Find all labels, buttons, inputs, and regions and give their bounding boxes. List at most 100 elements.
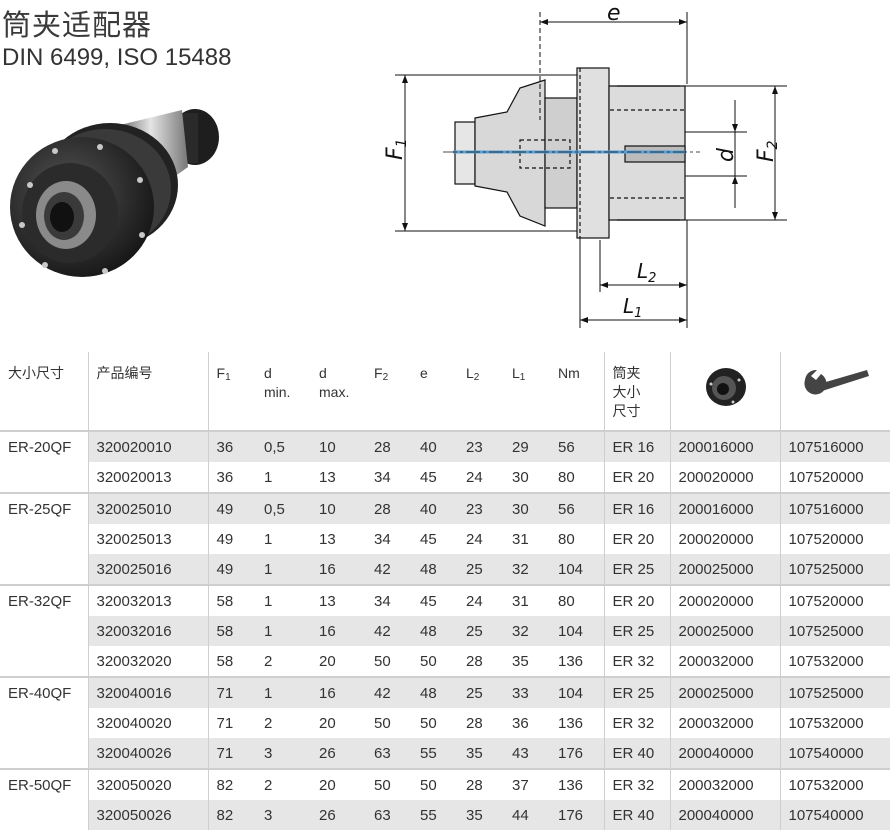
no-cell: 320020013 (87, 462, 208, 493)
wrench-icon (804, 369, 870, 395)
f2-cell: 42 (366, 616, 412, 646)
f1-cell: 58 (207, 616, 256, 646)
dim-e-label: e (607, 1, 621, 26)
nm-cell: 136 (550, 768, 604, 800)
wrench-cell: 107532000 (779, 646, 890, 677)
f1-cell: 82 (207, 800, 256, 830)
collet-cell: ER 16 (603, 492, 670, 524)
l2-cell: 24 (466, 530, 483, 548)
dim-f2-label: F2 (754, 140, 781, 162)
size-cell (0, 800, 88, 830)
dmin-cell: 1 (256, 584, 311, 616)
collet-cell: ER 16 (603, 430, 670, 462)
f1-cell: 82 (207, 768, 256, 800)
f2-cell: 28 (366, 430, 412, 462)
collet-cell: ER 25 (603, 676, 670, 708)
nm-cell: 104 (550, 676, 604, 708)
wrench-cell: 107520000 (779, 524, 890, 554)
dmax-cell: 13 (319, 530, 336, 548)
dmin-cell: 2 (256, 768, 311, 800)
dim-d-label: d (714, 147, 739, 162)
no-cell: 320040020 (87, 708, 208, 738)
collet-cell: ER 40 (603, 800, 670, 830)
l2-cell: 35 (458, 738, 504, 769)
header-l1: L1 (512, 365, 526, 383)
no-cell: 320050026 (87, 800, 208, 830)
wrench-cell: 107540000 (779, 800, 890, 830)
f2-cell: 50 (374, 652, 391, 670)
dmax-cell: 20 (319, 714, 336, 732)
f2-cell: 34 (374, 530, 391, 548)
l2-cell: 23 (458, 430, 504, 462)
e-cell: 50 (420, 714, 437, 732)
f1-cell: 58 (207, 646, 256, 677)
dmax-cell: 20 (319, 652, 336, 670)
nut-cell: 200032000 (669, 768, 780, 800)
header-f1: F1 (207, 352, 256, 431)
wrench-cell: 107520000 (779, 584, 890, 616)
dmin-cell: 2 (264, 652, 273, 670)
collet-cell: ER 20 (603, 462, 670, 493)
nm-cell: 176 (550, 800, 604, 830)
collet-cell: ER 32 (603, 646, 670, 677)
no-cell: 320020010 (87, 430, 208, 462)
e-cell: 48 (412, 676, 458, 708)
nm-cell: 56 (550, 492, 604, 524)
header-wrench-icon (779, 352, 890, 431)
dmin-cell: 3 (256, 738, 311, 769)
f1-cell: 71 (207, 708, 256, 738)
size-cell: ER-50QF (0, 768, 88, 800)
f2-cell: 63 (366, 738, 412, 769)
e-cell: 50 (412, 768, 458, 800)
wrench-cell: 107532000 (779, 768, 890, 800)
no-cell: 320025016 (87, 554, 208, 585)
dmax-cell: 10 (311, 492, 366, 524)
collet-cell: ER 25 (603, 554, 670, 585)
wrench-cell: 107525000 (779, 676, 890, 708)
collet-nut-icon (706, 368, 746, 406)
nut-cell: 200040000 (669, 800, 780, 830)
dim-f1-label: F1 (383, 138, 410, 160)
page-title: 筒夹适配器 (2, 8, 153, 42)
l1-cell: 37 (504, 768, 550, 800)
dmin-cell: 2 (264, 714, 273, 732)
nm-cell: 104 (550, 554, 604, 585)
dmin-cell: 1 (256, 616, 311, 646)
wrench-cell: 107516000 (779, 492, 890, 524)
dmin-cell: 0,5 (256, 430, 311, 462)
nut-cell: 200016000 (669, 430, 780, 462)
nm-cell: 136 (558, 714, 584, 732)
size-cell: ER-20QF (0, 430, 88, 462)
dmax-cell: 16 (311, 554, 366, 585)
e-cell: 50 (420, 652, 437, 670)
l1-cell: 30 (504, 492, 550, 524)
wrench-cell: 107540000 (779, 738, 890, 769)
wrench-cell: 107532000 (779, 708, 890, 738)
l1-cell: 32 (504, 554, 550, 585)
header-product-no: 产品编号 (87, 352, 208, 431)
l1-cell: 44 (504, 800, 550, 830)
size-cell (0, 554, 88, 585)
f2-cell: 63 (366, 800, 412, 830)
l1-cell: 30 (512, 468, 529, 486)
f1-cell: 36 (207, 430, 256, 462)
dmax-cell: 16 (311, 616, 366, 646)
collet-cell: ER 32 (603, 708, 670, 738)
no-cell: 320032020 (87, 646, 208, 677)
nm-cell: 80 (550, 584, 604, 616)
dmax-cell: 26 (311, 738, 366, 769)
f2-cell: 50 (366, 768, 412, 800)
collet-cell: ER 20 (603, 584, 670, 616)
header-nut-icon (669, 352, 780, 431)
collet-cell: ER 40 (603, 738, 670, 769)
l1-cell: 43 (504, 738, 550, 769)
collet-cell: ER 25 (603, 616, 670, 646)
nm-cell: 56 (550, 430, 604, 462)
nm-cell: 80 (558, 530, 575, 548)
